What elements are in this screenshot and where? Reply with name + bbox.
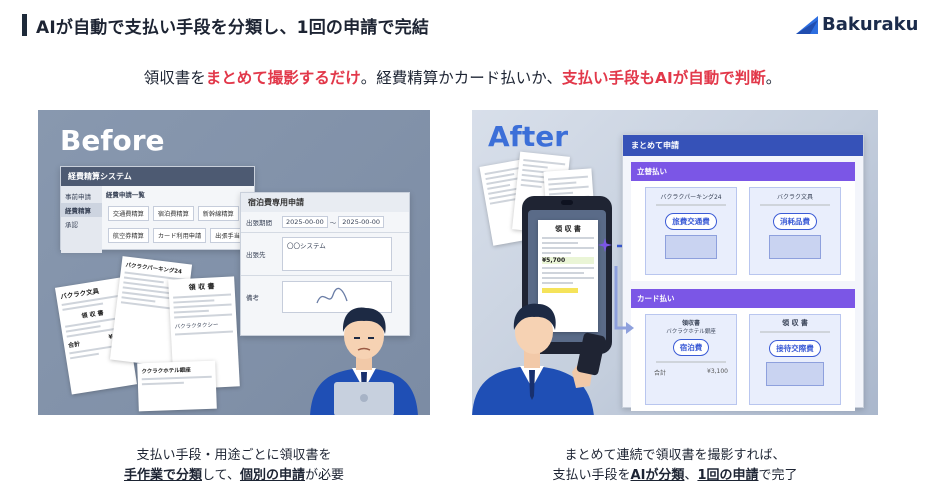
caption-text: 支払い手段を [552, 468, 631, 483]
window-title: まとめて申請 [623, 135, 863, 156]
nav-item[interactable]: 経費精算 [61, 203, 102, 217]
caption-emphasis: AIが分類 [630, 468, 685, 483]
category-chip[interactable]: 交通費精算 [107, 206, 149, 221]
before-caption: 支払い手段・用途ごとに領収書を 手作業で分類して、個別の申請が必要 [38, 446, 430, 486]
batch-submit-window: まとめて申請 立替払い バクラクパーキング24 旅費交通費 バクラク文具 消耗品… [622, 134, 864, 411]
nav-item[interactable]: 事前申請 [65, 193, 91, 201]
expense-system-window: 経費精算システム 事前申請 経費精算 承認 経費申請一覧 交通費精算宿泊費精算新… [60, 166, 255, 253]
caption-line: まとめて連続で領収書を撮影すれば、 [564, 448, 786, 463]
subtitle-highlight: 支払い手段もAIが自動で判断 [561, 69, 766, 87]
section-header-reimburse: 立替払い [631, 162, 855, 181]
category-chip[interactable]: 航空券精算 [107, 228, 149, 243]
category-chip[interactable]: カード利用申請 [152, 228, 207, 243]
receipt-card[interactable]: 領収書 バクラクホテル銀座 宿泊費 合計 ¥3,100 [645, 314, 737, 405]
caption-line: 支払い手段をAIが分類、1回の申請で完了 [472, 466, 878, 486]
flow-arrow-icon [614, 266, 634, 334]
caption-line: 手作業で分類して、個別の申請が必要 [38, 466, 430, 486]
receipt-card[interactable]: バクラク文具 消耗品費 [749, 187, 841, 275]
card-heading: 領 収 書 [782, 319, 808, 327]
brand-logo: Bakuraku [796, 14, 918, 35]
note-field[interactable] [282, 281, 392, 313]
receipt-card[interactable]: 領 収 書 接待交際費 [749, 314, 841, 405]
subtitle-text: 。経費精算かカード払いか、 [360, 69, 562, 87]
worker-illustration [472, 303, 606, 415]
caption-text: 、 [684, 468, 698, 483]
category-tag: 宿泊費 [672, 339, 710, 356]
after-caption: まとめて連続で領収書を撮影すれば、 支払い手段をAIが分類、1回の申請で完了 [472, 446, 878, 486]
category-chip[interactable]: 新幹線精算 [197, 206, 239, 221]
date-from-field[interactable]: 2025-00-00 [282, 216, 328, 228]
sparkle-icon [598, 238, 612, 252]
caption-line: 支払い手段・用途ごとに領収書を [136, 448, 332, 463]
receipt-title: バクラクタクシー [174, 322, 219, 331]
form-title: 宿泊費専用申請 [241, 193, 409, 212]
caption-text: で完了 [758, 468, 798, 483]
card-total: ¥3,100 [707, 368, 728, 375]
nav-item[interactable]: 承認 [65, 221, 78, 229]
card-vendor: バクラクホテル銀座 [666, 329, 716, 335]
receipt-amount: ¥5,700 [542, 257, 594, 264]
caption-text: して、 [202, 468, 240, 483]
receipt-heading: 領 収 書 [188, 282, 215, 292]
system-nav: 事前申請 経費精算 承認 [61, 186, 102, 253]
category-tag: 旅費交通費 [665, 213, 717, 230]
caption-emphasis: 手作業で分類 [123, 468, 202, 483]
subtitle-text: 。 [765, 69, 782, 87]
card-payment-cards: 領収書 バクラクホテル銀座 宿泊費 合計 ¥3,100 領 収 書 接待交際費 [631, 308, 855, 411]
reimburse-cards: バクラクパーキング24 旅費交通費 バクラク文具 消耗品費 [631, 181, 855, 281]
card-heading: 領収書 [681, 320, 700, 327]
window-title: 経費精算システム [61, 167, 254, 186]
category-tag: 消耗品費 [773, 213, 817, 230]
date-separator: 〜 [329, 219, 337, 227]
after-illustration: After 領 収 書 ¥5,700 [472, 110, 878, 415]
category-tag: 接待交際費 [769, 340, 821, 357]
lodging-form-window: 宿泊費専用申請 出張期間 2025-00-00 〜 2025-00-00 出張先… [240, 192, 410, 336]
page-title: AIが自動で支払い手段を分類し、1回の申請で完結 [36, 18, 430, 38]
receipt-title: ククラクホテル銀座 [141, 367, 191, 376]
card-total-label: 合計 [654, 370, 667, 377]
subtitle-highlight: まとめて撮影するだけ [205, 69, 361, 87]
destination-label: 出張先 [246, 251, 266, 259]
receipt-card[interactable]: バクラクパーキング24 旅費交通費 [645, 187, 737, 275]
category-chip[interactable]: 宿泊費精算 [152, 206, 194, 221]
scanned-receipt: 領 収 書 ¥5,700 [538, 220, 598, 332]
receipt-total-label: 合計 [67, 340, 81, 350]
card-vendor: バクラクパーキング24 [660, 194, 722, 201]
subtitle-text: 領収書を [143, 69, 206, 87]
worker-illustration [310, 307, 418, 415]
subtitle: 領収書をまとめて撮影するだけ。経費精算かカード払いか、支払い手段もAIが自動で判… [0, 66, 925, 88]
caption-text: が必要 [304, 468, 344, 483]
bakuraku-logo-icon [796, 15, 818, 34]
note-label: 備考 [246, 294, 259, 302]
caption-emphasis: 個別の申請 [239, 468, 305, 483]
destination-field[interactable]: 〇〇システム [282, 237, 392, 271]
title-accent-bar [22, 14, 27, 36]
brand-name: Bakuraku [822, 14, 919, 35]
period-label: 出張期間 [246, 219, 272, 227]
caption-emphasis: 1回の申請 [697, 468, 759, 483]
before-illustration: Before 経費精算システム 事前申請 経費精算 承認 経費申請一覧 交通費精… [38, 110, 430, 415]
list-title: 経費申請一覧 [105, 191, 145, 199]
receipt: ククラクホテル銀座 [137, 360, 217, 412]
after-label: After [488, 120, 569, 153]
receipt-heading: 領 収 書 [555, 225, 581, 233]
scribble-icon [316, 287, 348, 304]
section-header-card: カード払い [631, 289, 855, 308]
before-label: Before [60, 124, 165, 157]
date-to-field[interactable]: 2025-00-00 [338, 216, 385, 228]
card-vendor: バクラク文具 [776, 194, 813, 201]
